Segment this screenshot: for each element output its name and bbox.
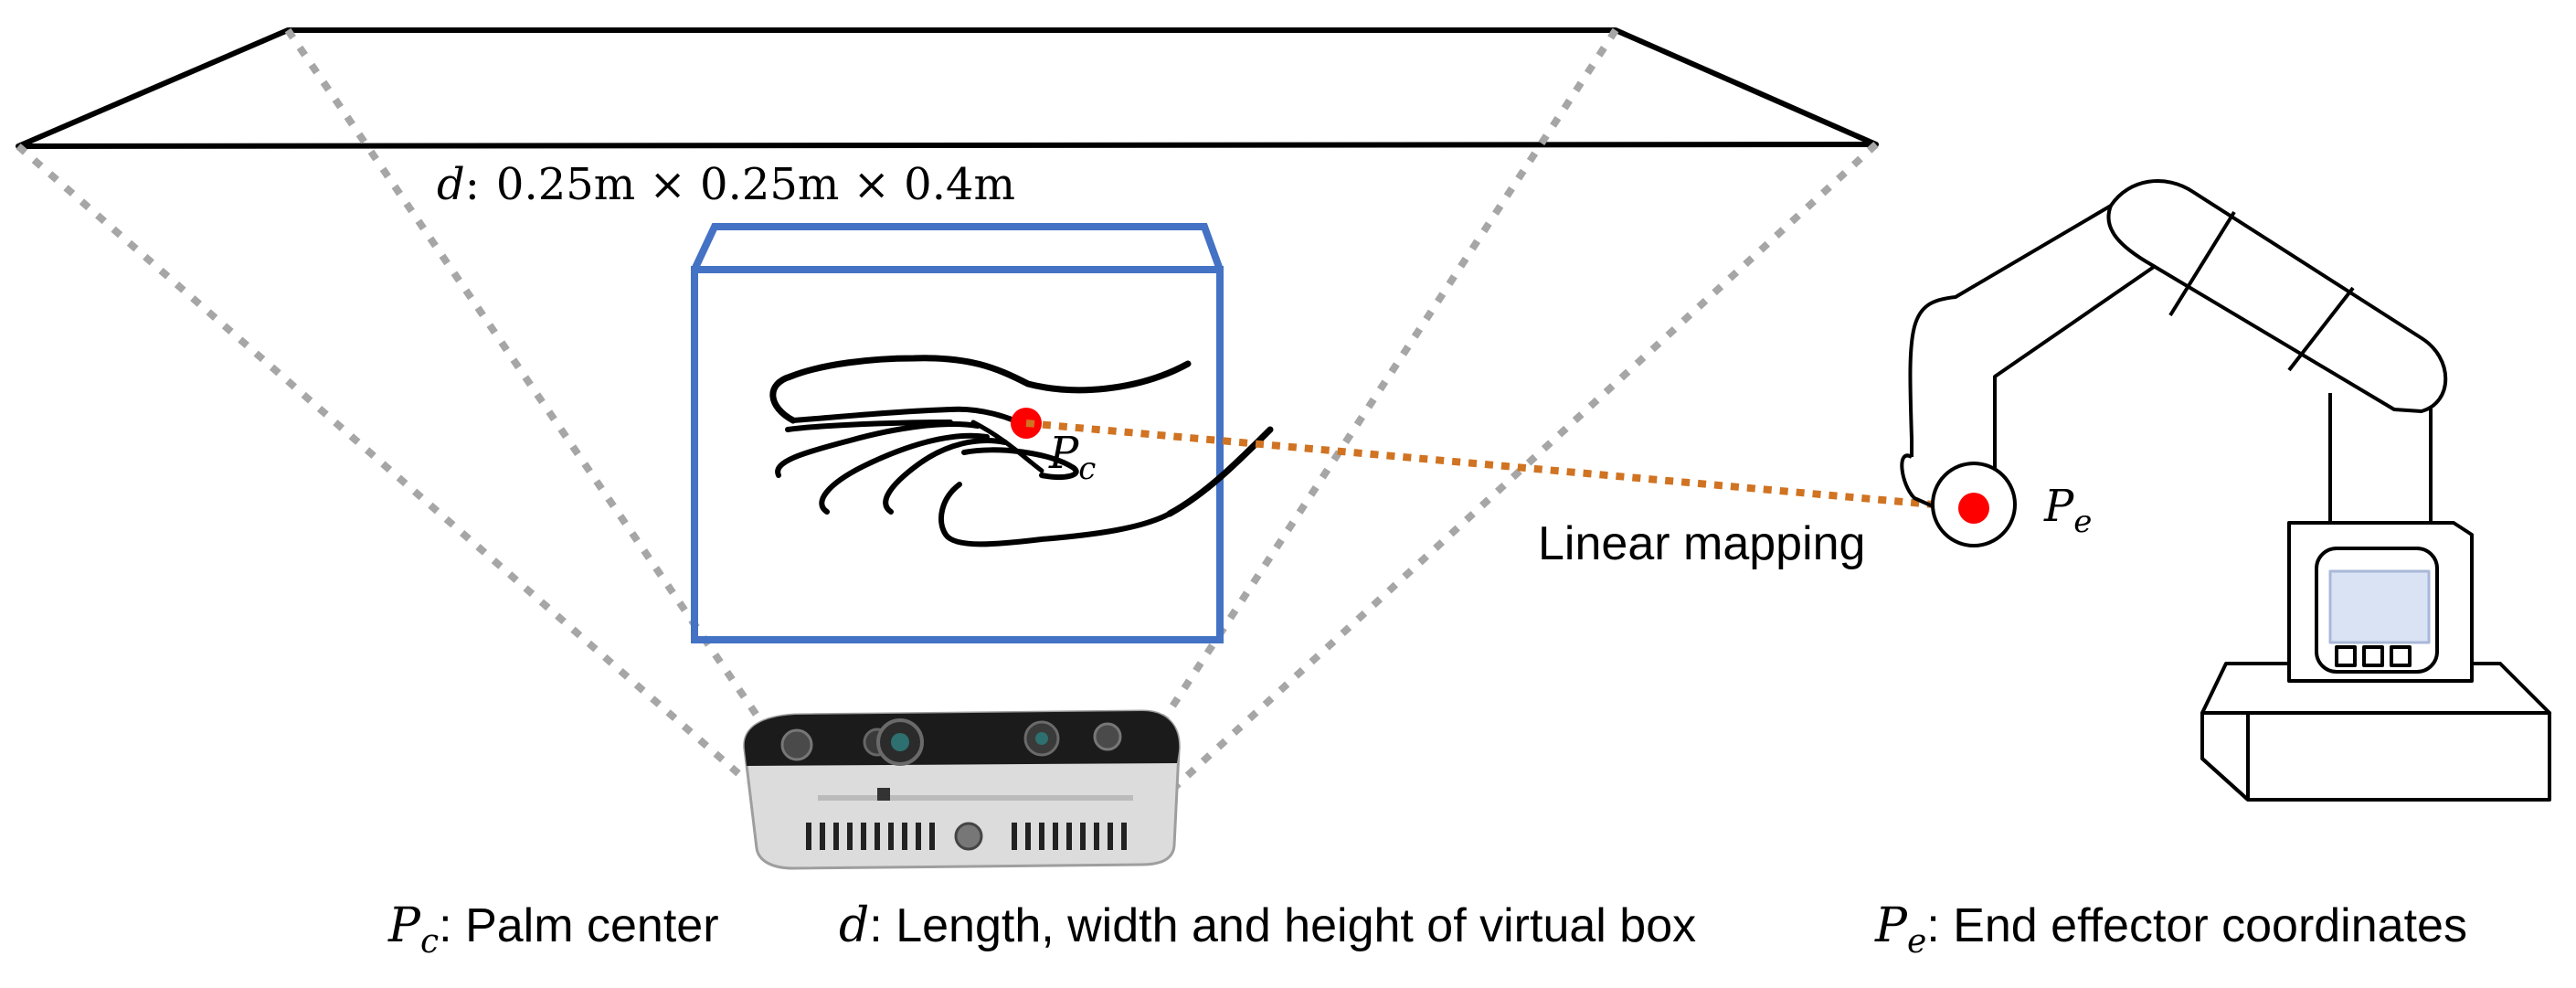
legend: Pc: Palm center d: Length, width and hei… xyxy=(387,898,2467,961)
camera-field-of-view xyxy=(16,27,1879,789)
far-plane xyxy=(16,27,1879,149)
hand-icon xyxy=(769,355,1274,547)
box-dimension-label: d:0.25m × 0.25m × 0.4m xyxy=(437,159,1015,210)
frustum-edges xyxy=(16,27,1879,789)
virtual-box xyxy=(691,223,1224,643)
end-effector-label: Pe xyxy=(2043,481,2092,540)
legend-virtual-box: d: Length, width and height of virtual b… xyxy=(839,898,1696,953)
mapping-line xyxy=(1025,420,1975,512)
depth-camera-icon xyxy=(743,709,1181,870)
legend-palm-center: Pc: Palm center xyxy=(387,898,719,961)
robot-arm-icon xyxy=(1900,179,2551,802)
mapping-label: Linear mapping xyxy=(1538,517,1865,570)
legend-end-effector: Pe: End effector coordinates xyxy=(1874,898,2467,961)
palm-center-label: Pc xyxy=(1048,428,1096,487)
end-effector-point xyxy=(1958,493,1989,524)
